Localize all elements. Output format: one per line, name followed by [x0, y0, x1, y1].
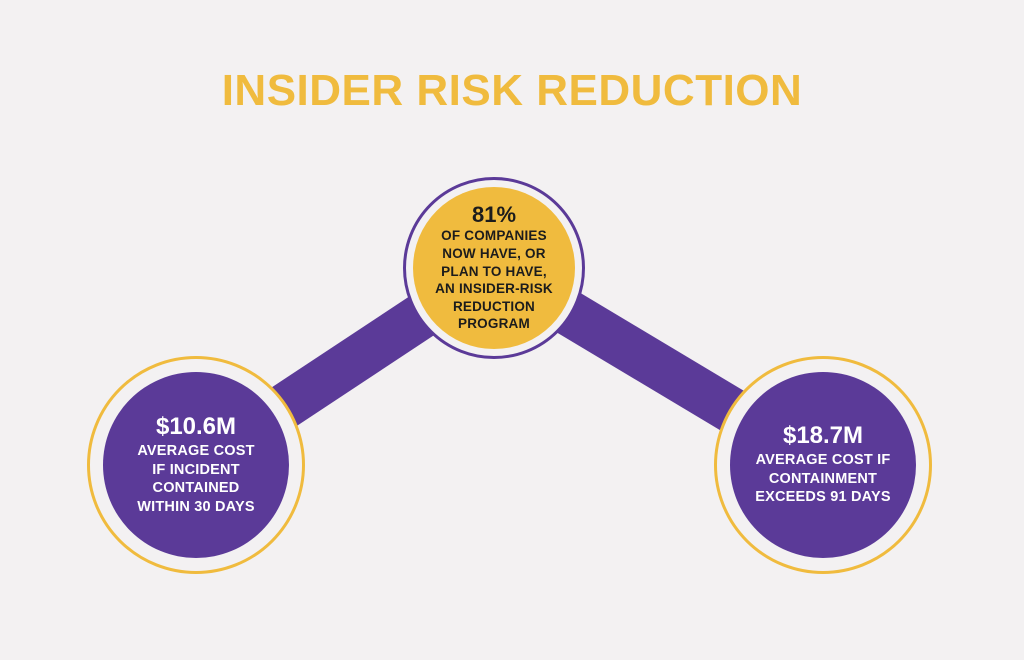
center-stat-line: NOW HAVE, OR	[442, 245, 546, 261]
left-stat-circle: $10.6M AVERAGE COST IF INCIDENT CONTAINE…	[103, 372, 289, 558]
left-stat-line: AVERAGE COST	[137, 443, 255, 459]
right-stat-line: EXCEEDS 91 DAYS	[755, 489, 891, 506]
center-stat-line: PROGRAM	[458, 316, 530, 332]
center-stat-line: OF COMPANIES	[441, 228, 547, 244]
left-stat-value: $10.6M	[155, 412, 237, 440]
right-stat-description: AVERAGE COST IF CONTAINMENT EXCEEDS 91 D…	[755, 451, 890, 507]
left-stat-line: IF INCIDENT	[152, 461, 240, 478]
left-stat-line: WITHIN 30 DAYS	[137, 498, 255, 515]
center-stat-line: REDUCTION	[452, 298, 536, 314]
right-stat-line: CONTAINMENT	[768, 470, 878, 487]
right-stat-line: AVERAGE COST IF	[755, 452, 891, 469]
center-stat-line: AN INSIDER-RISK	[435, 281, 553, 297]
center-stat-line: PLAN TO HAVE,	[441, 263, 547, 279]
left-stat-line: CONTAINED	[152, 480, 240, 497]
center-stat-value: 81%	[471, 202, 517, 228]
center-stat-circle: 81% OF COMPANIES NOW HAVE, OR PLAN TO HA…	[413, 187, 575, 349]
right-stat-circle: $18.7M AVERAGE COST IF CONTAINMENT EXCEE…	[730, 372, 916, 558]
infographic-title: INSIDER RISK REDUCTION	[221, 66, 803, 115]
right-stat-value: $18.7M	[782, 422, 864, 450]
left-stat-description: AVERAGE COST IF INCIDENT CONTAINED WITHI…	[137, 442, 254, 516]
center-stat-description: OF COMPANIES NOW HAVE, OR PLAN TO HAVE, …	[435, 227, 553, 332]
